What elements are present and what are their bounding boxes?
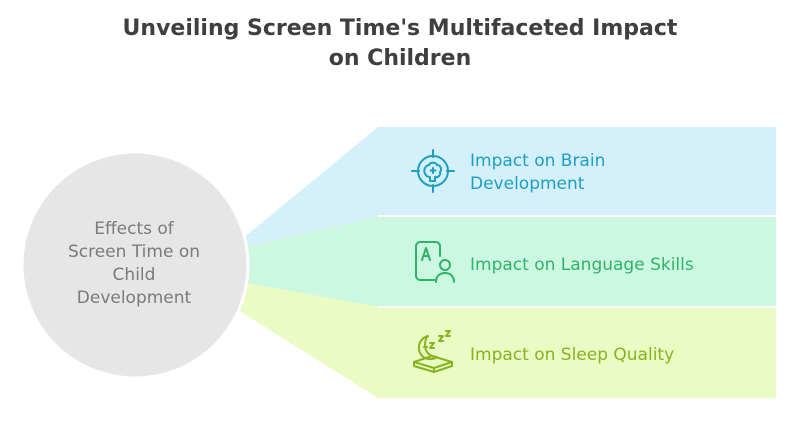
diagram-title-line-2: on Children	[328, 46, 472, 71]
sleep-moon-icon	[413, 330, 453, 373]
branch-label-brain-line-1: Impact on Brain	[470, 151, 606, 171]
center-label-line-1: Effects of	[94, 219, 174, 239]
center-label-line-2: Screen Time on	[67, 242, 201, 262]
center-label: Effects of Screen Time on Child Developm…	[36, 218, 232, 310]
branch-label-brain: Impact on Brain Development	[470, 150, 605, 196]
diagram-title-line-1: Unveiling Screen Time's Multifaceted Imp…	[122, 16, 678, 41]
branch-band-brain	[236, 127, 776, 247]
branch-label-language: Impact on Language Skills	[470, 254, 694, 277]
branch-band-language	[246, 216, 776, 307]
center-label-line-3: Child	[112, 265, 156, 285]
center-circle	[20, 150, 250, 380]
branch-label-brain-line-2: Development	[470, 174, 585, 194]
branch-label-sleep: Impact on Sleep Quality	[470, 344, 674, 367]
branch-label-sleep-line-1: Impact on Sleep Quality	[470, 345, 675, 365]
diagram-title: Unveiling Screen Time's Multifaceted Imp…	[0, 14, 800, 74]
language-user-icon	[415, 241, 455, 283]
branch-band-sleep	[238, 283, 776, 398]
center-label-line-4: Development	[76, 288, 192, 308]
brain-target-icon	[411, 149, 455, 193]
branch-label-language-line-1: Impact on Language Skills	[470, 255, 694, 275]
